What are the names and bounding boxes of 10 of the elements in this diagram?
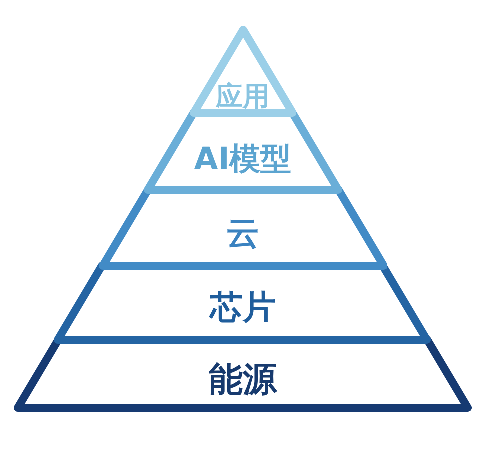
tier-label: AI模型 (194, 144, 292, 176)
tier-label: 能源 (209, 363, 277, 397)
tier-label: 芯片 (210, 290, 276, 324)
pyramid-tier (54, 262, 432, 344)
tier-label: 云 (226, 216, 260, 250)
pyramid-tier (14, 336, 472, 412)
pyramid-tier (98, 186, 388, 270)
pyramid-top-tier (190, 26, 296, 117)
pyramid-tier (144, 109, 342, 194)
tier-label: 应用 (216, 84, 270, 110)
